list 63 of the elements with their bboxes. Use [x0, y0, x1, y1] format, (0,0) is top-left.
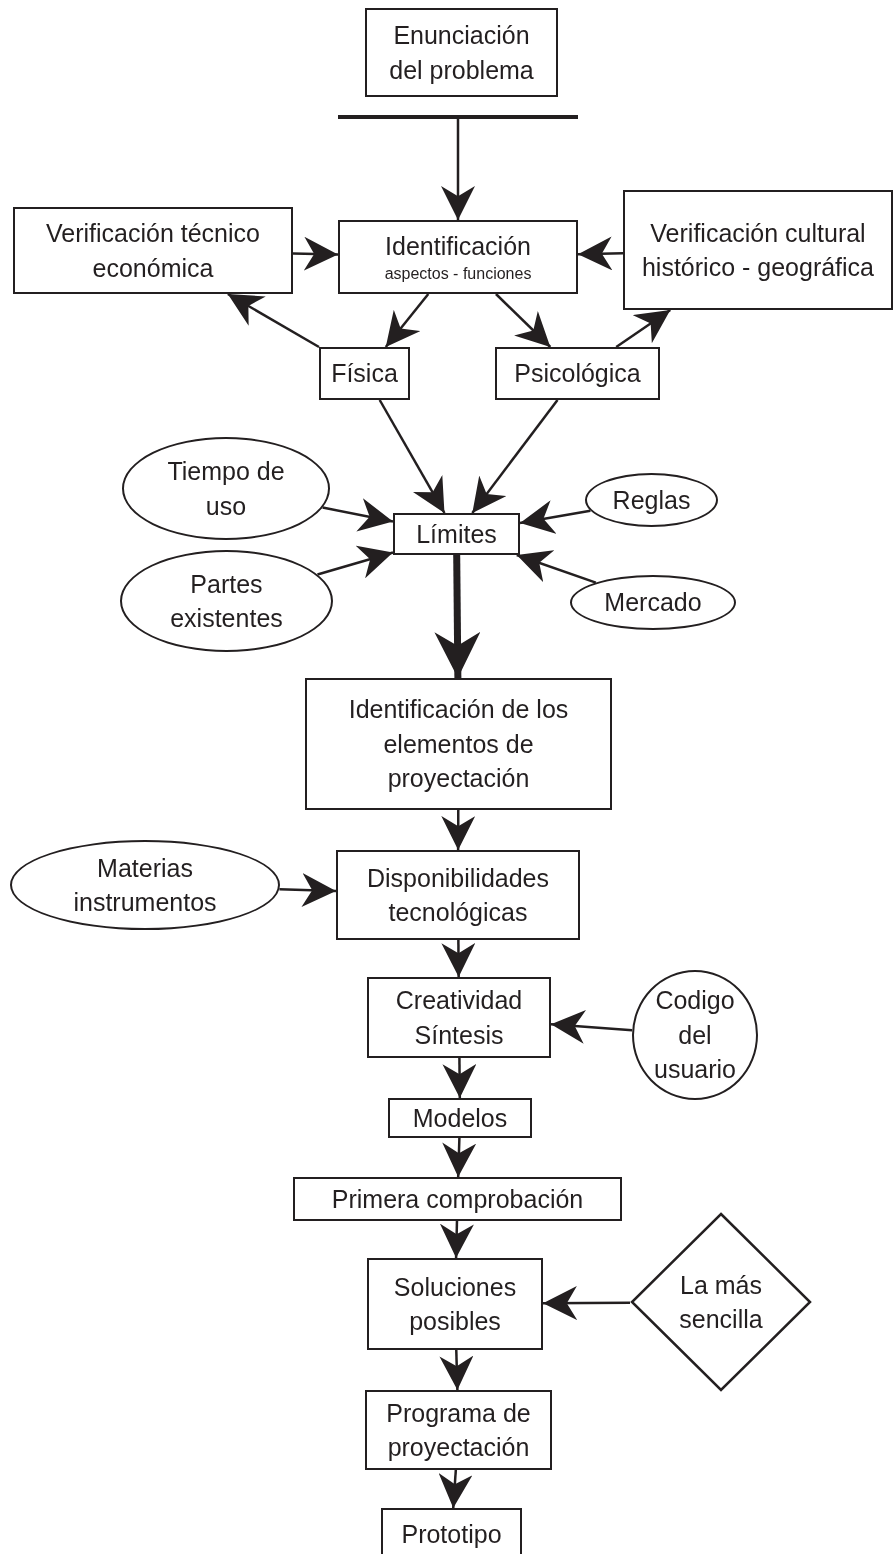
arrow — [442, 1137, 477, 1178]
arrow — [292, 236, 339, 271]
arrow — [550, 1009, 633, 1044]
arrow — [438, 1469, 473, 1509]
process-box — [367, 977, 551, 1058]
process-box — [367, 1258, 543, 1350]
divider-bar — [338, 115, 578, 119]
node-text: Identificación de los elementos de proyectación — [347, 694, 570, 795]
node-text: Identificación — [385, 230, 531, 262]
node-text: Verificación cultural histórico - geográfica — [640, 217, 876, 283]
process-box — [495, 347, 660, 400]
arrow — [543, 1286, 631, 1321]
arrow — [439, 1220, 474, 1259]
arrow — [495, 293, 552, 348]
process-box — [381, 1508, 522, 1554]
arrow — [442, 1058, 477, 1098]
arrow — [279, 873, 337, 907]
node-text: Física — [331, 358, 398, 390]
arrow — [322, 498, 394, 532]
arrow — [516, 550, 597, 584]
process-box — [305, 678, 612, 810]
arrow — [441, 940, 476, 977]
node-text: La más sencilla — [678, 1269, 764, 1335]
arrow — [471, 399, 559, 514]
node-text: Soluciones posibles — [392, 1271, 518, 1337]
process-box — [319, 347, 410, 400]
node-text: Enunciación del problema — [388, 20, 535, 86]
arrow — [227, 292, 320, 349]
node-text: Partes existentes — [169, 568, 284, 634]
node-text: Psicológica — [514, 358, 641, 390]
arrow — [615, 308, 671, 349]
node-text: Disponibilidades tecnológicas — [365, 862, 551, 928]
node-text: Programa de proyectación — [385, 1397, 532, 1463]
process-box — [365, 1390, 552, 1470]
node-text: Primera comprobación — [331, 1183, 584, 1215]
subtitle-text: aspectos - funciones — [384, 264, 532, 285]
node-text: Reglas — [612, 484, 691, 516]
node-text: Verificación técnico económica — [45, 218, 261, 284]
arrow — [519, 500, 591, 534]
process-box — [623, 190, 893, 310]
arrow — [441, 810, 476, 850]
arrow — [439, 1349, 474, 1391]
arrow — [441, 119, 475, 220]
process-box — [393, 513, 520, 555]
node-text: Límites — [416, 518, 497, 550]
arrow — [577, 236, 624, 271]
node-text: Mercado — [604, 587, 702, 619]
node-text: Materias instrumentos — [72, 852, 218, 918]
process-box — [388, 1098, 532, 1138]
node-text: Modelos — [412, 1102, 508, 1134]
node-text: Codigo del usuario — [653, 985, 737, 1086]
arrow — [378, 399, 446, 514]
node-text: Creatividad Síntesis — [394, 985, 524, 1051]
process-box — [336, 850, 580, 940]
arrow — [434, 554, 481, 679]
node-text: Prototipo — [401, 1518, 502, 1550]
arrow — [384, 293, 430, 348]
process-box — [13, 207, 293, 294]
process-box — [293, 1177, 622, 1221]
process-box — [338, 220, 578, 294]
process-box — [365, 8, 558, 97]
node-text: Tiempo de uso — [166, 456, 286, 522]
arrow — [317, 545, 394, 579]
